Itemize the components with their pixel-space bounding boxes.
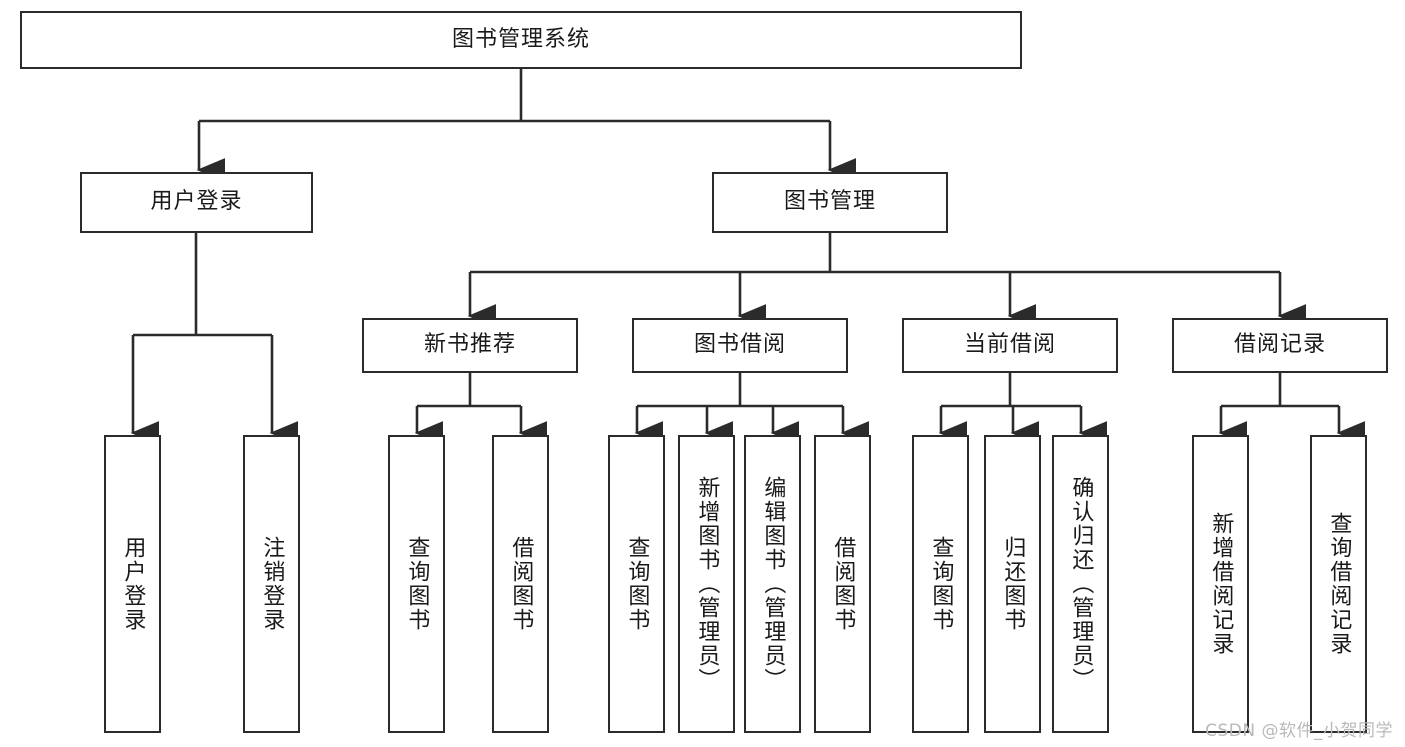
- node-book-manage[interactable]: 图书管理: [712, 172, 948, 233]
- node-leaf-query-book-3[interactable]: 查询图书: [912, 435, 969, 733]
- node-leaf-confirm-return-label: 确认归还（管理员）: [1068, 476, 1094, 692]
- node-leaf-query-book-3-label: 查询图书: [928, 536, 954, 632]
- node-leaf-add-borrow-record[interactable]: 新增借阅记录: [1192, 435, 1249, 733]
- node-leaf-query-borrow-record-label: 查询借阅记录: [1326, 512, 1352, 656]
- node-root[interactable]: 图书管理系统: [20, 11, 1022, 69]
- node-leaf-edit-book-label: 编辑图书（管理员）: [760, 476, 786, 692]
- node-leaf-add-book-label: 新增图书（管理员）: [694, 476, 720, 692]
- node-borrow-record-label: 借阅记录: [1233, 332, 1326, 358]
- node-leaf-user-login-label: 用户登录: [120, 536, 146, 632]
- node-leaf-borrow-book-2-label: 借阅图书: [830, 536, 856, 632]
- node-borrow-record[interactable]: 借阅记录: [1172, 318, 1388, 373]
- node-leaf-return-book[interactable]: 归还图书: [984, 435, 1041, 733]
- node-leaf-borrow-book-1-label: 借阅图书: [508, 536, 534, 632]
- node-book-manage-label: 图书管理: [783, 189, 876, 215]
- node-leaf-user-logout[interactable]: 注销登录: [243, 435, 300, 733]
- node-book-borrow[interactable]: 图书借阅: [632, 318, 848, 373]
- node-leaf-query-book-2-label: 查询图书: [624, 536, 650, 632]
- node-leaf-query-borrow-record[interactable]: 查询借阅记录: [1310, 435, 1367, 733]
- node-leaf-query-book-1-label: 查询图书: [404, 536, 430, 632]
- node-current-borrow-label: 当前借阅: [963, 332, 1056, 358]
- node-leaf-add-book[interactable]: 新增图书（管理员）: [678, 435, 735, 733]
- node-leaf-user-logout-label: 注销登录: [259, 536, 285, 632]
- node-leaf-user-login[interactable]: 用户登录: [104, 435, 161, 733]
- node-new-book-recommend-label: 新书推荐: [423, 332, 516, 358]
- node-leaf-confirm-return[interactable]: 确认归还（管理员）: [1052, 435, 1109, 733]
- node-leaf-add-borrow-record-label: 新增借阅记录: [1208, 512, 1234, 656]
- node-leaf-return-book-label: 归还图书: [1000, 536, 1026, 632]
- node-user-login-label: 用户登录: [150, 189, 243, 215]
- node-leaf-borrow-book-1[interactable]: 借阅图书: [492, 435, 549, 733]
- node-current-borrow[interactable]: 当前借阅: [902, 318, 1118, 373]
- node-user-login[interactable]: 用户登录: [80, 172, 313, 233]
- node-leaf-edit-book[interactable]: 编辑图书（管理员）: [744, 435, 801, 733]
- node-new-book-recommend[interactable]: 新书推荐: [362, 318, 578, 373]
- node-leaf-borrow-book-2[interactable]: 借阅图书: [814, 435, 871, 733]
- node-leaf-query-book-1[interactable]: 查询图书: [388, 435, 445, 733]
- node-root-label: 图书管理系统: [451, 26, 590, 52]
- node-leaf-query-book-2[interactable]: 查询图书: [608, 435, 665, 733]
- node-book-borrow-label: 图书借阅: [693, 332, 786, 358]
- watermark-text: CSDN @软件_小贺同学: [1205, 721, 1393, 741]
